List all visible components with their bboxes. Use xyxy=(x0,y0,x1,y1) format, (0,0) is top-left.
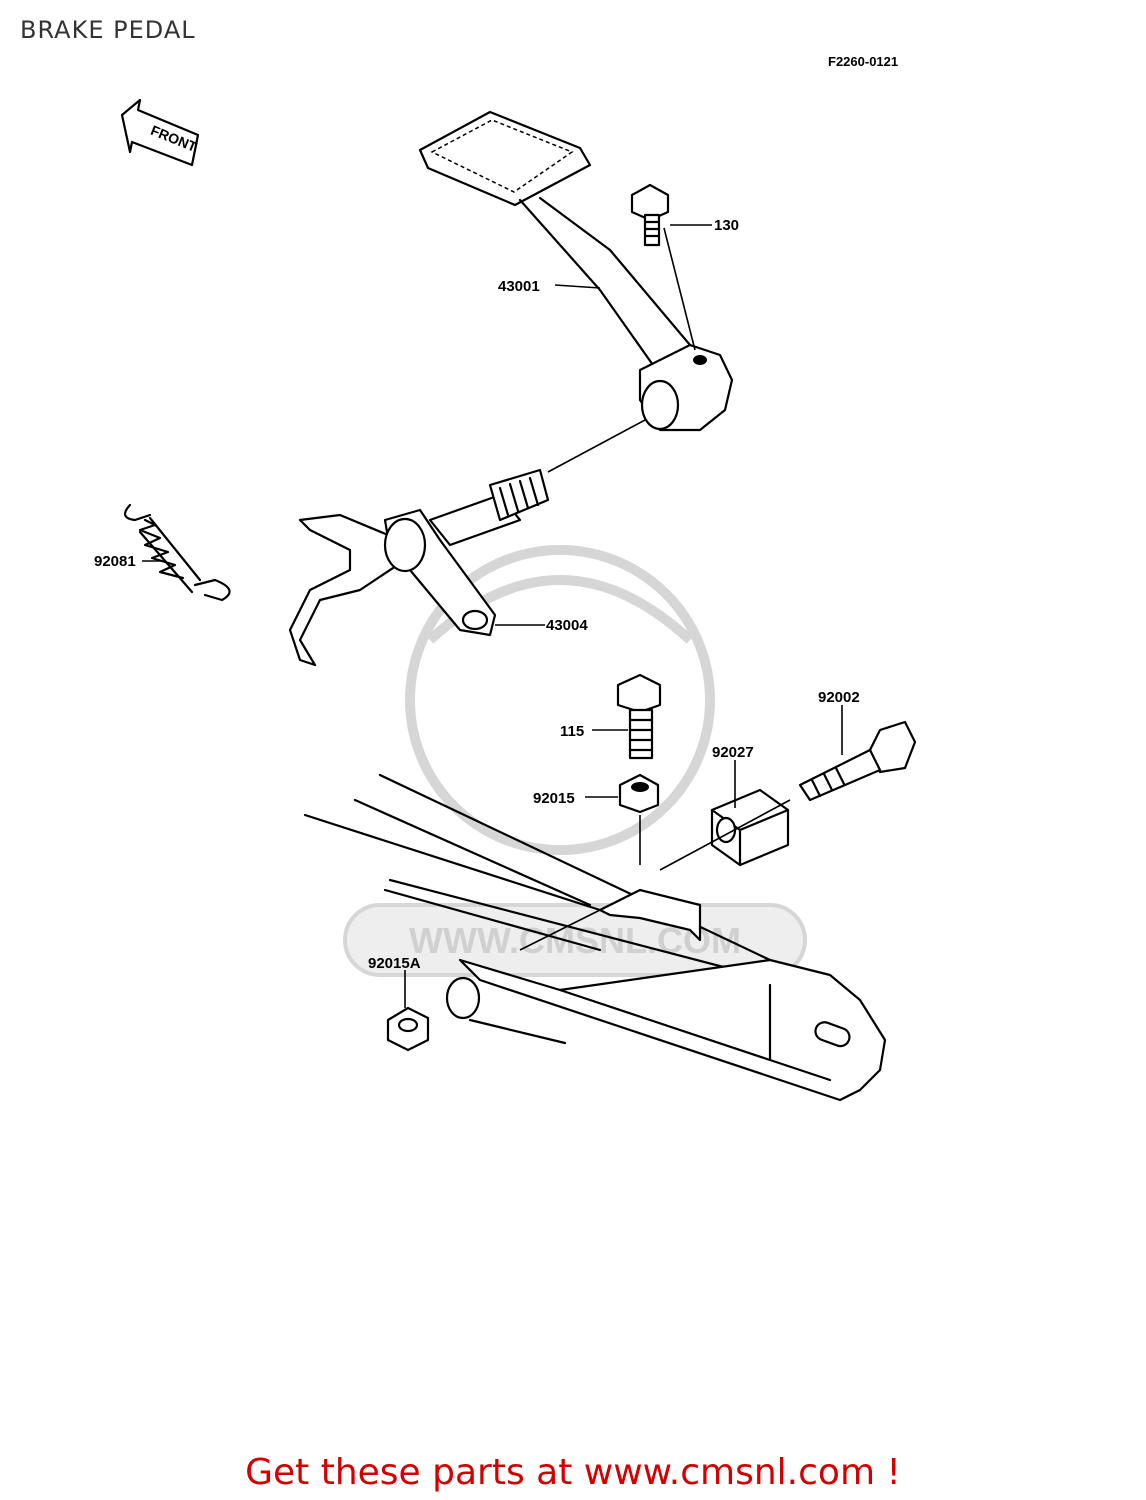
brake-shaft-43004 xyxy=(288,468,550,667)
diagram-code: F2260-0121 xyxy=(828,54,899,69)
nut-92015a xyxy=(386,1006,430,1052)
part-label-92002: 92002 xyxy=(818,689,860,706)
nut-92015 xyxy=(618,773,660,814)
collar-92027 xyxy=(710,788,790,867)
watermark: WWW.CMSNL.COM xyxy=(343,545,807,977)
leader-lines xyxy=(142,224,843,1008)
part-label-92015a: 92015A xyxy=(368,955,421,972)
swing-arm xyxy=(303,773,887,1102)
part-label-115: 115 xyxy=(560,723,584,740)
part-label-43001: 43001 xyxy=(498,278,540,295)
bolt-115 xyxy=(616,673,662,760)
page-title: BRAKE PEDAL xyxy=(20,16,196,44)
get-parts-link[interactable]: Get these parts at www.cmsnl.com ! xyxy=(245,1452,901,1493)
part-label-92027: 92027 xyxy=(712,744,754,761)
exploded-parts-diagram: WWW.CMSNL.COM FRONT xyxy=(94,98,917,1102)
bolt-130 xyxy=(630,183,670,247)
part-label-130: 130 xyxy=(714,217,739,234)
spring-92081 xyxy=(123,503,231,602)
part-label-92015: 92015 xyxy=(533,790,575,807)
part-label-43004: 43004 xyxy=(546,617,588,634)
brake-pedal-43001 xyxy=(418,110,734,432)
bolt-92002 xyxy=(798,720,917,802)
front-arrow-icon: FRONT xyxy=(120,98,200,167)
part-label-92081: 92081 xyxy=(94,553,136,570)
